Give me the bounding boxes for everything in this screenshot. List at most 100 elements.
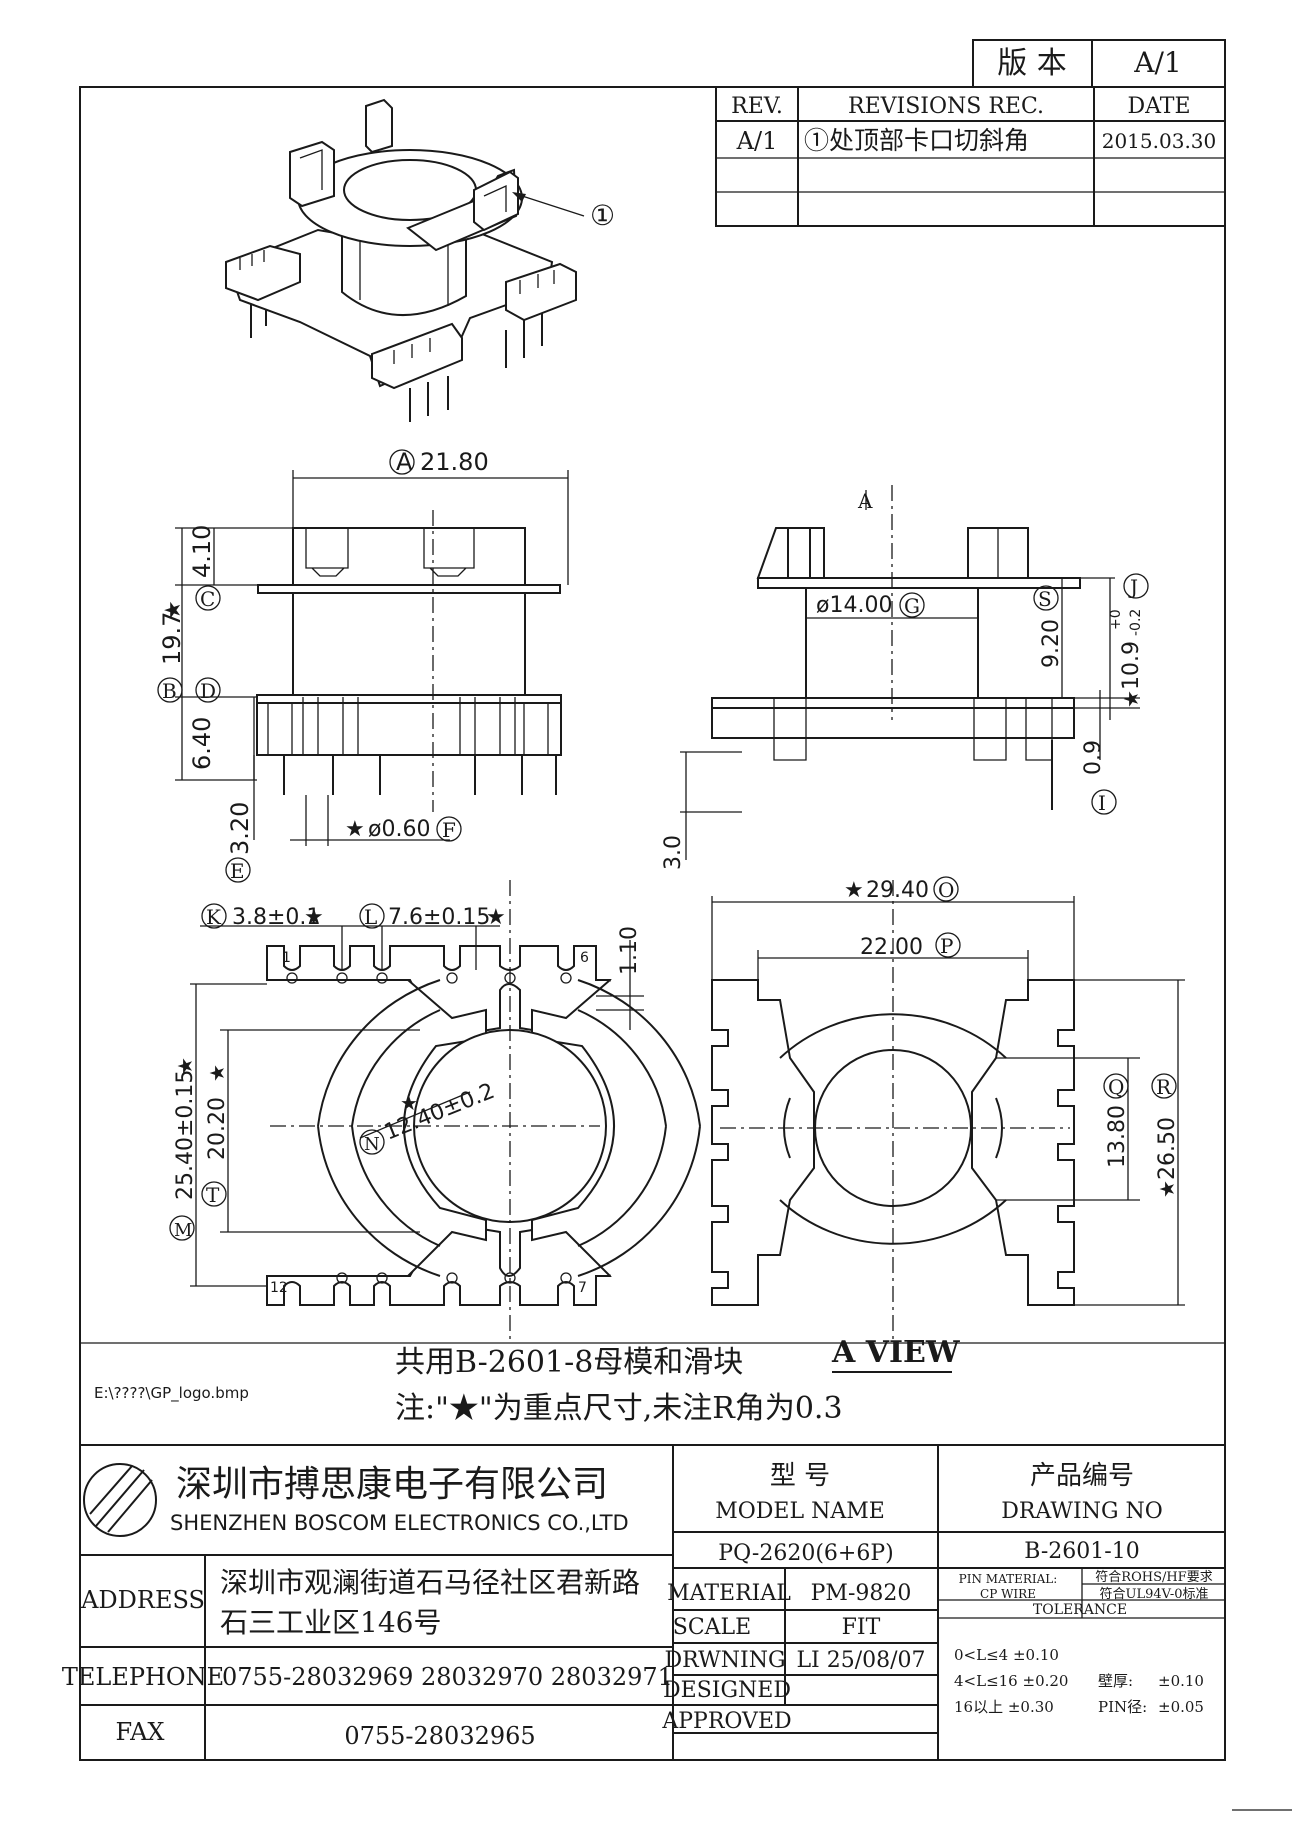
rev-header: REV.	[731, 94, 783, 119]
dim-K: 3.8±0.1	[232, 905, 320, 930]
dim-C: 4.10	[188, 525, 216, 578]
pin-dia-label: PIN径:	[1098, 1698, 1147, 1716]
date-header: DATE	[1127, 94, 1190, 119]
fax-value: 0755-28032965	[344, 1722, 535, 1750]
rec-cell: ①处顶部卡口切斜角	[804, 126, 1029, 155]
iso-callout-leader	[515, 193, 585, 217]
model-label-en: MODEL NAME	[715, 1499, 885, 1524]
bottom-pin-holes	[286, 972, 572, 1284]
dim-J-tol-plus: +0	[1108, 609, 1124, 630]
dim-R-star: ★	[1155, 1180, 1179, 1198]
view-arrow-label: A	[857, 489, 873, 513]
drawing-label-cn: 产品编号	[1030, 1461, 1134, 1491]
dim-J-tol-minus: -0.2	[1128, 609, 1144, 636]
bottom-left-wing	[403, 979, 487, 1277]
a-view-left-frame	[711, 979, 815, 1306]
tolerance-range-3: 16以上 ±0.30	[954, 1698, 1054, 1716]
front-core-body	[292, 527, 526, 701]
drawing-label-en: DRAWING NO	[1001, 1499, 1163, 1524]
rev-cell: A/1	[736, 127, 778, 155]
marker-B: B	[162, 679, 177, 703]
tolerance-label: TOLERANCE	[1033, 1602, 1127, 1618]
side-base	[711, 697, 1075, 739]
drwning-label: DRWNING	[664, 1648, 785, 1673]
dim-N-star: ★	[400, 1091, 418, 1115]
side-view: A ø14.00 G 9.20 S J 10.9 +0 -0.2 ★ 0.9 I…	[661, 485, 1149, 870]
dim-B-star: ★	[161, 600, 186, 620]
marker-A: A	[396, 448, 413, 476]
dim-G: ø14.00	[816, 593, 892, 618]
pin-dia-value: ±0.05	[1158, 1698, 1204, 1716]
dim-K-star: ★	[304, 905, 324, 930]
dim-R: 26.50	[1155, 1117, 1180, 1180]
marker-D: D	[200, 679, 216, 703]
company-logo	[83, 1463, 157, 1537]
revision-table: REV. REVISIONS REC. DATE A/1 ①处顶部卡口切斜角 2…	[715, 86, 1226, 227]
tolerance-range-1: 0<L≤4 ±0.10	[954, 1646, 1059, 1664]
dim-E: 3.20	[226, 802, 254, 855]
fax-label: FAX	[116, 1718, 165, 1746]
marker-C: C	[200, 587, 215, 611]
iso-callout-label: ①	[590, 199, 615, 232]
front-base	[256, 694, 562, 756]
dim-S: 9.20	[1039, 619, 1064, 668]
scale-label: SCALE	[673, 1615, 751, 1640]
iso-left-clip	[289, 140, 335, 208]
telephone-label: TELEPHONE	[62, 1663, 224, 1691]
approved-label: APPROVED	[661, 1709, 791, 1734]
ul-note: 符合UL94V-0标准	[1100, 1586, 1209, 1602]
dim-J: 10.9	[1119, 641, 1144, 690]
marker-N: N	[364, 1134, 380, 1155]
marker-K: K	[206, 905, 222, 929]
marker-I: I	[1098, 791, 1106, 815]
pin-material-label: PIN MATERIAL:	[959, 1572, 1058, 1586]
dim-D: 6.40	[188, 717, 216, 770]
pin-material-value: CP WIRE	[980, 1587, 1036, 1601]
dim-Q: 13.80	[1105, 1105, 1130, 1168]
address-label: ADDRESS	[80, 1586, 205, 1614]
drwning-value: LI 25/08/07	[796, 1648, 925, 1673]
wall-label: 壁厚:	[1098, 1672, 1133, 1690]
dim-F: ø0.60	[368, 817, 430, 842]
model-label-cn: 型 号	[770, 1461, 830, 1491]
pin-label-6: 6	[580, 950, 589, 966]
iso-right-block	[505, 262, 577, 322]
marker-E: E	[230, 859, 245, 883]
isometric-view: ①	[225, 98, 615, 422]
rec-header: REVISIONS REC.	[848, 94, 1044, 119]
scale-value: FIT	[842, 1615, 881, 1640]
marker-P: P	[940, 934, 953, 958]
a-view-title: A VIEW	[831, 1335, 961, 1370]
marker-J: J	[1128, 575, 1138, 599]
dim-M-star: ★	[173, 1057, 197, 1075]
dim-T-star: ★	[205, 1064, 229, 1082]
dim-B: 19.7	[158, 612, 186, 665]
pin-label-7: 7	[578, 1280, 587, 1296]
front-view: A 21.80 4.10 C 19.7 ★ B D 6.40 3.20 E ★ …	[157, 448, 569, 883]
front-pins	[283, 755, 557, 795]
notes: 共用B-2601-8母模和滑块 A VIEW 注:"★"为重点尺寸,未注R角为0…	[80, 1335, 1225, 1426]
dim-A: 21.80	[420, 448, 489, 476]
a-view: ★ 29.40 O 22.00 P Q 13.80 R 26.50 ★	[711, 876, 1185, 1340]
address-line1: 深圳市观澜街道石马径社区君新路	[220, 1566, 640, 1599]
telephone-value: 0755-28032969 28032970 28032971	[222, 1663, 673, 1691]
side-top-flange	[757, 577, 1081, 589]
dim-P: 22.00	[860, 935, 923, 960]
material-value: PM-9820	[811, 1581, 912, 1606]
drawing-value: B-2601-10	[1024, 1539, 1139, 1564]
bottom-view: 1 6 7 12 K 3.8±0.1 ★ L 7.6±0.15 ★ 1.10 2…	[169, 880, 701, 1340]
company-name-cn: 深圳市搏思康电子有限公司	[176, 1464, 608, 1505]
dim-L-star: ★	[486, 905, 506, 930]
marker-R: R	[1156, 1075, 1172, 1099]
marker-Q: Q	[1108, 1075, 1124, 1099]
company-name-en: SHENZHEN BOSCOM ELECTRONICS CO.,LTD	[170, 1511, 629, 1535]
iso-left-block	[225, 244, 301, 302]
sheet-border	[79, 86, 1226, 1761]
marker-M: M	[174, 1220, 192, 1241]
dim-I: 0.9	[1081, 740, 1106, 775]
dim-O: 29.40	[866, 878, 929, 903]
marker-O: O	[938, 878, 954, 902]
marker-G: G	[904, 594, 920, 618]
model-value: PQ-2620(6+6P)	[718, 1541, 893, 1566]
